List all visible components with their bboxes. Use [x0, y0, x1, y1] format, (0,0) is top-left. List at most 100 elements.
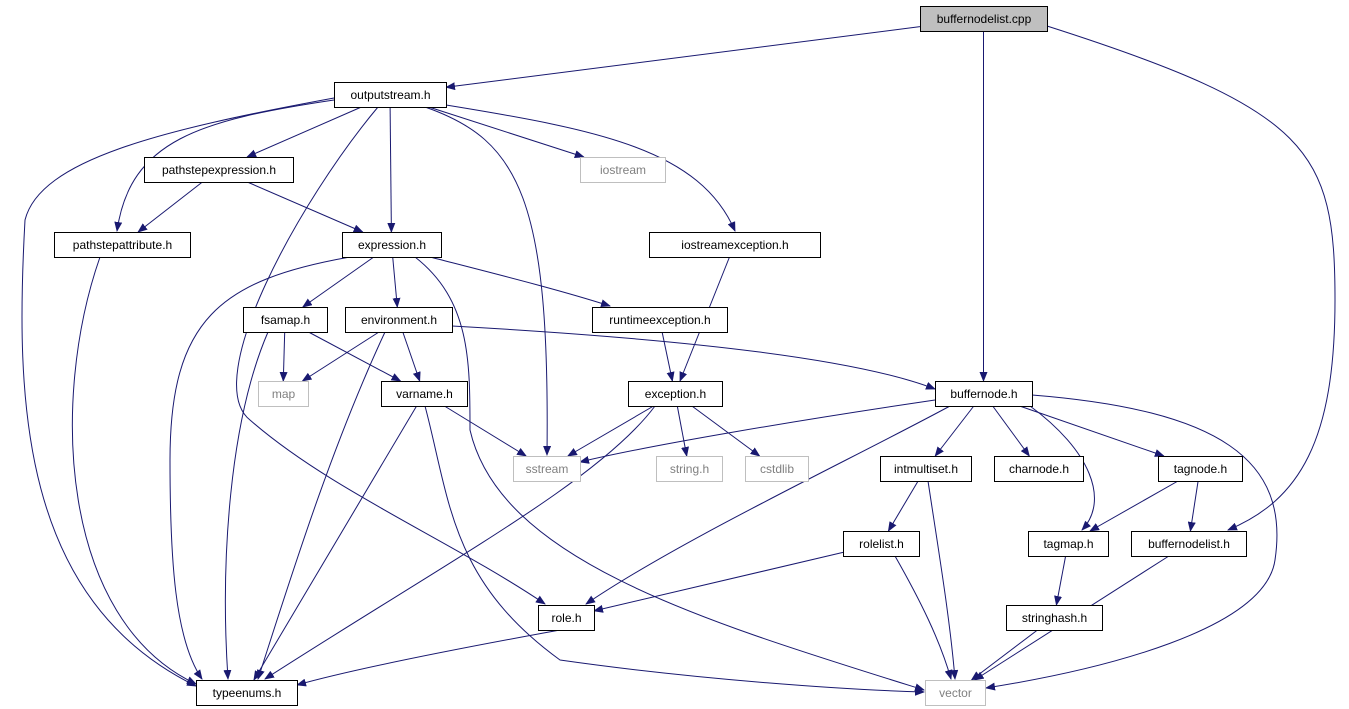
node-label: rolelist.h	[859, 537, 904, 551]
node-pathstepattribute-h[interactable]: pathstepattribute.h	[54, 232, 191, 258]
edge-outputstream-h-to-iostream	[428, 106, 585, 159]
node-tagmap-h[interactable]: tagmap.h	[1028, 531, 1109, 557]
edge-expression-h-to-fsamap-h	[301, 256, 375, 308]
edge-varname-h-to-sstream	[444, 405, 527, 457]
edge-exception-h-to-string-h	[676, 405, 689, 457]
edge-exception-h-to-cstdlib	[691, 405, 761, 457]
node-role-h[interactable]: role.h	[538, 605, 595, 631]
edge-buffernode-h-to-charnode-h	[992, 405, 1030, 457]
edge-environment-h-to-varname-h	[402, 331, 421, 382]
node-box	[381, 381, 468, 407]
edge-role-h-to-typeenums-h	[296, 629, 561, 687]
node-box	[1006, 605, 1103, 631]
node-box	[580, 157, 666, 183]
edge-exception-h-to-sstream	[567, 405, 654, 457]
edge-outputstream-h-to-iostreamexception-h	[445, 104, 736, 232]
node-string-h: string.h	[656, 456, 723, 482]
node-layer: buffernodelist.cpp outputstream.h pathstep…	[54, 6, 1247, 706]
edge-buffernode-h-to-vector	[985, 394, 1278, 691]
node-typeenums-h[interactable]: typeenums.h	[196, 680, 298, 706]
edge-pathstepexpression-h-to-expression-h	[247, 181, 364, 233]
edge-tagnode-h-to-tagmap-h	[1089, 480, 1179, 532]
node-iostreamexception-h[interactable]: iostreamexception.h	[649, 232, 821, 258]
edge-intmultiset-h-to-rolelist-h	[887, 480, 919, 532]
node-box	[144, 157, 294, 183]
node-box	[745, 456, 809, 482]
node-runtimeexception-h[interactable]: runtimeexception.h	[592, 307, 728, 333]
node-label: environment.h	[361, 313, 437, 327]
node-exception-h[interactable]: exception.h	[628, 381, 723, 407]
edge-stringhash-h-to-vector	[970, 629, 1038, 681]
node-box	[1158, 456, 1243, 482]
node-label: sstream	[526, 462, 569, 476]
edge-outputstream-h-to-typeenums-h	[21, 97, 335, 687]
node-label: buffernodelist.h	[1148, 537, 1230, 551]
node-box	[1131, 531, 1247, 557]
node-label: stringhash.h	[1022, 611, 1087, 625]
node-label: pathstepattribute.h	[73, 238, 172, 252]
edge-outputstream-h-to-pathstepexpression-h	[246, 106, 362, 158]
node-varname-h[interactable]: varname.h	[381, 381, 468, 407]
node-environment-h[interactable]: environment.h	[345, 307, 453, 333]
node-box	[628, 381, 723, 407]
edge-buffernode-h-to-intmultiset-h	[934, 405, 975, 457]
node-label: runtimeexception.h	[609, 313, 710, 327]
node-label: exception.h	[645, 387, 706, 401]
node-label: buffernodelist.cpp	[937, 12, 1032, 26]
node-charnode-h[interactable]: charnode.h	[994, 456, 1084, 482]
node-box	[920, 6, 1048, 32]
edge-outputstream-h-to-pathstepattribute-h	[114, 99, 335, 232]
edge-layer	[21, 25, 1336, 696]
node-fsamap-h[interactable]: fsamap.h	[243, 307, 328, 333]
node-tagnode-h[interactable]: tagnode.h	[1158, 456, 1243, 482]
node-box	[656, 456, 723, 482]
node-box	[334, 82, 447, 108]
node-intmultiset-h[interactable]: intmultiset.h	[880, 456, 972, 482]
node-label: iostreamexception.h	[681, 238, 788, 252]
edge-buffernodelist-cpp-to-outputstream-h	[445, 26, 921, 91]
node-label: charnode.h	[1009, 462, 1069, 476]
node-label: fsamap.h	[261, 313, 310, 327]
node-box	[994, 456, 1084, 482]
edge-expression-h-to-vector	[414, 256, 925, 692]
node-buffernodelist-h[interactable]: buffernodelist.h	[1131, 531, 1247, 557]
node-label: iostream	[600, 163, 646, 177]
edge-environment-h-to-typeenums-h	[256, 331, 386, 680]
edge-outputstream-h-to-expression-h	[387, 106, 396, 233]
edge-runtimeexception-h-to-exception-h	[661, 331, 675, 382]
node-box	[538, 605, 595, 631]
node-pathstepexpression-h[interactable]: pathstepexpression.h	[144, 157, 294, 183]
node-box	[196, 680, 298, 706]
node-label: expression.h	[358, 238, 426, 252]
node-box	[880, 456, 972, 482]
node-label: outputstream.h	[350, 88, 430, 102]
edge-buffernode-h-to-tagmap-h	[1029, 405, 1095, 531]
edge-outputstream-h-to-sstream	[424, 106, 552, 456]
node-stringhash-h[interactable]: stringhash.h	[1006, 605, 1103, 631]
edge-fsamap-h-to-typeenums-h	[223, 331, 269, 680]
node-box	[1028, 531, 1109, 557]
edge-fsamap-h-to-map	[279, 331, 288, 382]
node-box	[935, 381, 1033, 407]
node-label: typeenums.h	[213, 686, 282, 700]
node-buffernode-h[interactable]: buffernode.h	[935, 381, 1033, 407]
node-map: map	[258, 381, 309, 407]
node-label: intmultiset.h	[894, 462, 958, 476]
node-box	[243, 307, 328, 333]
edge-exception-h-to-typeenums-h	[264, 405, 656, 680]
node-buffernodelist-cpp[interactable]: buffernodelist.cpp	[920, 6, 1048, 32]
edge-buffernodelist-cpp-to-buffernodelist-h	[1046, 25, 1336, 531]
node-label: role.h	[551, 611, 581, 625]
edge-buffernode-h-to-tagnode-h	[1019, 405, 1165, 457]
node-box	[925, 680, 986, 706]
node-box	[649, 232, 821, 258]
node-box	[843, 531, 920, 557]
node-box	[513, 456, 581, 482]
node-expression-h[interactable]: expression.h	[342, 232, 442, 258]
node-cstdlib: cstdlib	[745, 456, 809, 482]
node-outputstream-h[interactable]: outputstream.h	[334, 82, 447, 108]
edge-environment-h-to-buffernode-h	[451, 325, 936, 390]
node-rolelist-h[interactable]: rolelist.h	[843, 531, 920, 557]
node-label: map	[272, 387, 296, 401]
